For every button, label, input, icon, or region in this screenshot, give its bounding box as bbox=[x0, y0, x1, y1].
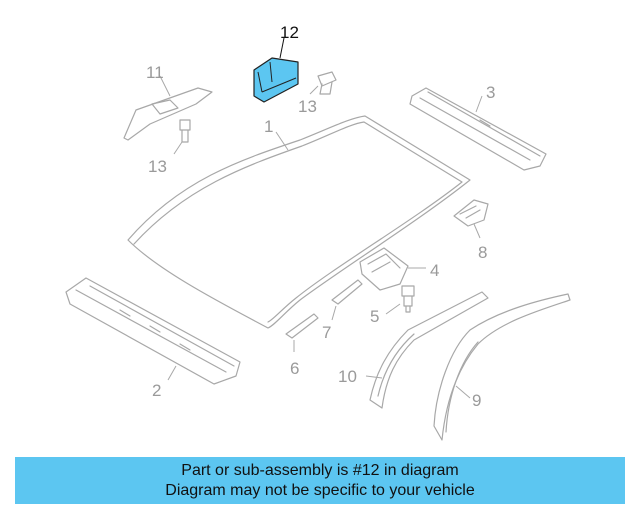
roof-panel-part-1 bbox=[127, 115, 471, 329]
callout-10: 10 bbox=[338, 367, 357, 386]
bracket-part-6 bbox=[285, 313, 319, 339]
callout-4: 4 bbox=[430, 261, 439, 280]
bracket-part-12 bbox=[253, 57, 299, 103]
callout-9: 9 bbox=[472, 391, 481, 410]
rail-part-10 bbox=[369, 291, 489, 409]
callout-6: 6 bbox=[290, 359, 299, 378]
caption-banner: Part or sub-assembly is #12 in diagram D… bbox=[15, 457, 625, 504]
callout-11: 11 bbox=[146, 63, 164, 82]
bolt-part-13-a bbox=[317, 71, 337, 95]
callout-7: 7 bbox=[322, 323, 331, 342]
callout-3: 3 bbox=[486, 83, 495, 102]
callout-2: 2 bbox=[152, 381, 161, 400]
pillar-part-9 bbox=[433, 293, 571, 441]
bolt-part-13-b bbox=[179, 119, 191, 143]
bracket-part-7 bbox=[331, 279, 363, 305]
callout-5: 5 bbox=[370, 307, 379, 326]
callout-13-b: 13 bbox=[148, 157, 167, 176]
side-rail-part-2 bbox=[65, 277, 241, 385]
reinforcement-part-4 bbox=[359, 247, 409, 291]
bracket-part-11 bbox=[123, 87, 213, 141]
callout-8: 8 bbox=[478, 243, 487, 262]
parts-diagram: 1 2 3 4 5 6 7 8 9 10 11 12 13 13 bbox=[65, 23, 571, 441]
callout-1: 1 bbox=[264, 117, 273, 136]
rear-header-part-3 bbox=[409, 87, 547, 171]
caption-line-1: Part or sub-assembly is #12 in diagram bbox=[181, 462, 459, 479]
bolt-part-5 bbox=[401, 285, 415, 313]
caption-line-2: Diagram may not be specific to your vehi… bbox=[165, 482, 475, 499]
bracket-part-8 bbox=[453, 199, 489, 227]
callout-12: 12 bbox=[280, 23, 299, 42]
callout-13-a: 13 bbox=[298, 97, 317, 116]
